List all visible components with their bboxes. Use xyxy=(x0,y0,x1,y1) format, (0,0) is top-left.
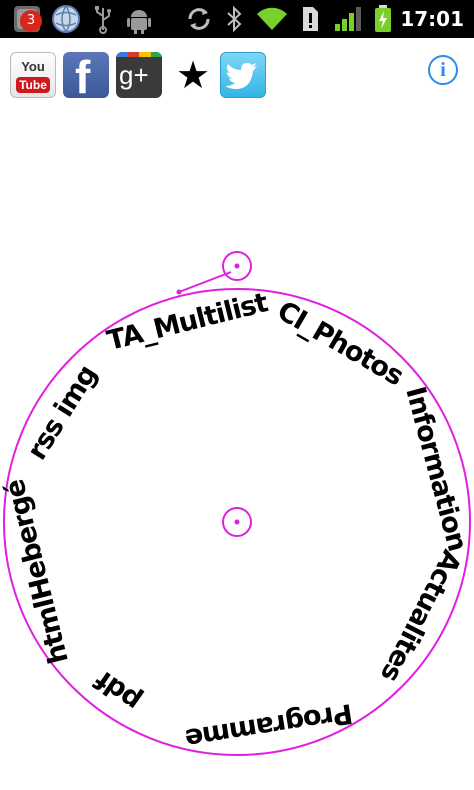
wheel-center-ring xyxy=(222,507,252,537)
android-debug-icon xyxy=(124,0,154,38)
wheel-handle-line xyxy=(178,271,232,293)
wheel-rotate-handle-dot xyxy=(234,263,240,269)
usb-icon xyxy=(90,0,116,38)
bluetooth-icon xyxy=(222,0,246,38)
youtube-label-top: You xyxy=(21,59,45,74)
info-button[interactable]: i xyxy=(428,55,458,85)
twitter-button[interactable] xyxy=(220,52,266,98)
youtube-label-bottom: Tube xyxy=(16,77,50,93)
wheel-rotate-handle[interactable] xyxy=(222,251,252,281)
sim-alert-icon xyxy=(298,0,322,38)
youtube-button[interactable]: You Tube xyxy=(10,52,56,98)
share-toolbar: You Tube f g+ ★ xyxy=(0,38,474,108)
wifi-icon xyxy=(254,0,290,38)
notification-count-badge: 3 xyxy=(20,10,42,32)
signal-strength-icon xyxy=(332,0,362,38)
wheel-item-htmlheberg-[interactable]: htmlHebergé xyxy=(0,477,75,667)
facebook-icon: f xyxy=(75,52,91,98)
wheel-item-programme[interactable]: Programme xyxy=(184,697,355,754)
favorite-star-button[interactable]: ★ xyxy=(170,52,216,98)
wheel-item-information[interactable]: Information xyxy=(399,383,472,553)
star-icon: ★ xyxy=(175,53,211,97)
wheel-item-rss-img[interactable]: rss img xyxy=(21,360,103,465)
wheel-outer-ring xyxy=(3,288,471,756)
battery-charging-icon xyxy=(372,0,394,38)
wheel-handle-anchor xyxy=(176,289,182,295)
facebook-button[interactable]: f xyxy=(63,52,109,98)
wheel-center-dot xyxy=(234,519,240,525)
globe-icon xyxy=(48,0,84,38)
google-plus-button[interactable]: g+ xyxy=(116,52,162,98)
google-plus-color-stripe xyxy=(116,52,162,57)
twitter-bird-icon xyxy=(225,63,257,89)
google-plus-icon: g+ xyxy=(119,60,149,90)
status-bar: 3 xyxy=(0,0,474,38)
sync-icon xyxy=(184,0,214,38)
wheel-item-ta-multilist[interactable]: TA_Multilist xyxy=(104,287,271,357)
status-clock: 17:01 xyxy=(400,7,464,31)
info-icon: i xyxy=(440,59,446,81)
